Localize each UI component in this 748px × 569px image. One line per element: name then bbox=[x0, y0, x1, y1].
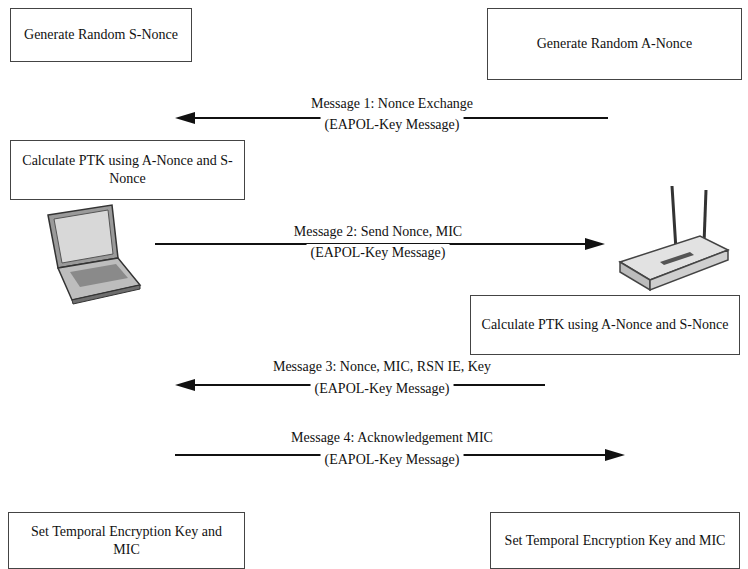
box-label: Generate Random S-Nonce bbox=[24, 26, 178, 44]
message-label: Message 2: Send Nonce, MIC bbox=[290, 223, 466, 241]
box-label: Set Temporal Encryption Key and MIC bbox=[505, 532, 726, 550]
box-label: Generate Random A-Nonce bbox=[537, 35, 693, 53]
nonce-box: Generate Random S-Nonce bbox=[10, 8, 192, 62]
message-label: (EAPOL-Key Message) bbox=[311, 380, 454, 398]
box-label: Calculate PTK using A-Nonce and S-Nonce bbox=[482, 316, 729, 334]
access-point-icon bbox=[620, 186, 728, 290]
box-label: Calculate PTK using A-Nonce and S-Nonce bbox=[21, 152, 234, 188]
process-box: Calculate PTK using A-Nonce and S-Nonce bbox=[10, 140, 245, 200]
laptop-icon bbox=[48, 205, 140, 304]
message-label: Message 1: Nonce Exchange bbox=[307, 95, 477, 113]
process-box: Calculate PTK using A-Nonce and S-Nonce bbox=[470, 295, 740, 355]
nonce-box: Generate Random A-Nonce bbox=[487, 8, 742, 80]
message-label: (EAPOL-Key Message) bbox=[307, 244, 450, 262]
result-box: Set Temporal Encryption Key and MIC bbox=[8, 512, 245, 569]
message-label: Message 3: Nonce, MIC, RSN IE, Key bbox=[269, 358, 495, 376]
result-box: Set Temporal Encryption Key and MIC bbox=[490, 512, 740, 569]
message-label: (EAPOL-Key Message) bbox=[321, 451, 464, 469]
message-label: (EAPOL-Key Message) bbox=[321, 116, 464, 134]
box-label: Set Temporal Encryption Key and MIC bbox=[19, 523, 234, 559]
message-label: Message 4: Acknowledgement MIC bbox=[287, 429, 497, 447]
